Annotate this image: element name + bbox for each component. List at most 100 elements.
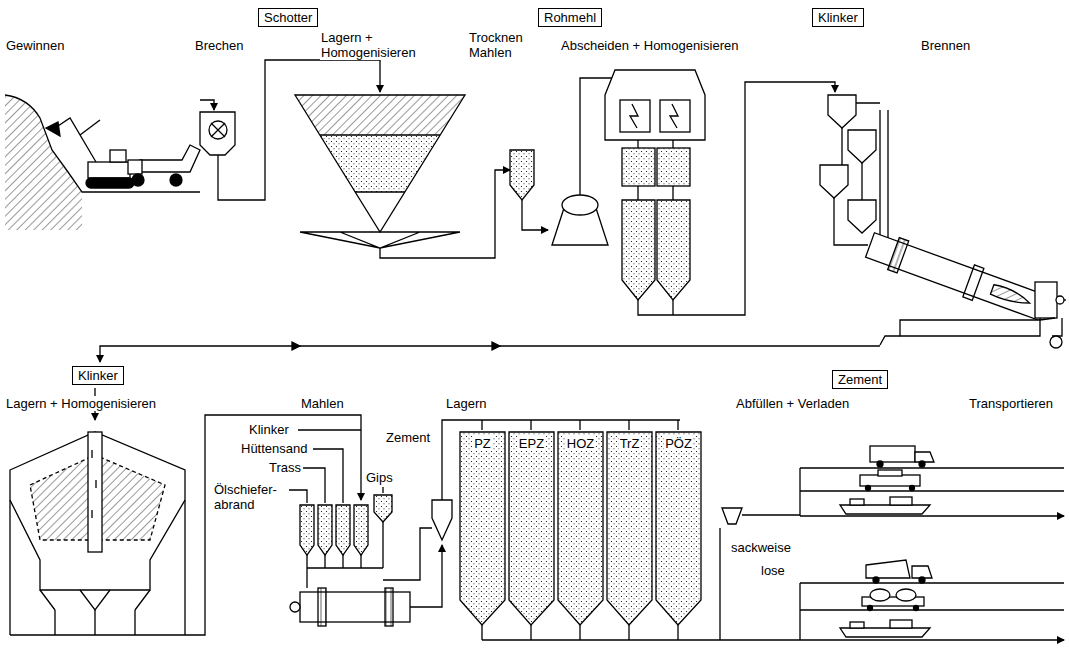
top-row-shape (1035, 282, 1057, 318)
bottom-row-shape (870, 446, 915, 462)
top-row-shape (5, 96, 82, 230)
top-row-shape (1056, 296, 1064, 304)
bottom-row-shape (92, 450, 96, 518)
bottom-row-shape (742, 468, 800, 516)
product-name: Schotter (264, 10, 312, 25)
component-label: Klinker (248, 422, 290, 437)
top-row-shape (638, 82, 835, 315)
bottom-row-shape (877, 461, 883, 467)
top-row-shape (295, 95, 465, 135)
step-label: Mahlen (300, 396, 345, 411)
bottom-row-shape (10, 500, 185, 610)
top-row-shape (856, 103, 888, 240)
bottom-row-shape (850, 622, 864, 628)
bottom-row-shape (374, 495, 392, 522)
top-row-shape (605, 70, 705, 140)
product-name: Klinker (78, 368, 118, 383)
top-row-shape (200, 100, 214, 110)
top-row-shape (46, 122, 60, 136)
flow-label: Zement (385, 430, 431, 445)
top-row-shape (880, 318, 1062, 345)
bottom-row-shape-shape (656, 432, 701, 625)
top-row-shape (672, 300, 673, 315)
bottom-row-shape (914, 606, 919, 611)
step-label: Lagern + Homogenisieren (320, 30, 430, 60)
top-row-shape (622, 200, 655, 300)
top-row-shape (80, 120, 100, 135)
bottom-row-shape (307, 522, 383, 588)
bottom-row-shape (354, 505, 368, 555)
step-label: Abscheiden + Homogenisieren (560, 38, 739, 53)
step-label: Brennen (920, 38, 971, 53)
top-row-shape (820, 165, 848, 198)
top-row-shape (1050, 336, 1062, 348)
bottom-row-shape (878, 470, 902, 476)
bottom-row-shape (410, 545, 442, 607)
step-label: Gewinnen (5, 38, 66, 53)
product-box: Rohmehl (538, 8, 602, 27)
bottom-row-shape (722, 508, 742, 524)
dispatch-label: lose (760, 563, 786, 578)
step-label: Abfüllen + Verladen (735, 396, 850, 411)
bottom-row-shape (290, 602, 300, 612)
top-row-shape (110, 150, 126, 162)
silo-label-area: EPZ (509, 436, 554, 451)
top-row-shape (209, 121, 227, 139)
top-row-shape (140, 145, 200, 172)
top-row-shape (295, 95, 465, 232)
top-row-shape (320, 135, 440, 192)
bottom-row-shape (850, 499, 864, 505)
bottom-row-shape-shape (509, 432, 554, 625)
top-row-shape (900, 320, 1040, 336)
bottom-row-shape (336, 505, 350, 555)
bottom-row-shape (318, 588, 326, 626)
component-label: Gips (365, 470, 394, 485)
cement-type: EPZ (518, 436, 545, 451)
step-label: Lagern + Homogenisieren (5, 396, 157, 411)
bottom-row-shape (870, 589, 890, 601)
top-row-shape (320, 135, 440, 192)
bottom-row-shape (800, 468, 1064, 516)
top-row-shape-shape (866, 233, 1049, 321)
product-box: Klinker (812, 8, 864, 27)
product-name: Klinker (818, 10, 858, 25)
step-label: Lagern (445, 396, 487, 411)
step-label: Trocknen Mahlen (468, 30, 540, 60)
top-row-shape (200, 112, 235, 155)
bottom-row-shape (919, 577, 925, 583)
product-name: Zement (838, 372, 882, 387)
top-row-shape (828, 95, 856, 128)
top-row-shape (630, 104, 678, 128)
bottom-row-shape (460, 432, 701, 625)
bottom-row-shape (385, 588, 393, 626)
top-row-shape (622, 148, 655, 186)
bottom-row-shape (866, 486, 871, 491)
top-row-shape (848, 130, 876, 163)
silo-label-area: HOZ (558, 436, 603, 451)
top-row-shape-shape (990, 284, 1032, 309)
top-row (5, 60, 1066, 362)
component-label: Hüttensand (240, 441, 309, 456)
dispatch-label: sackweise (730, 540, 792, 555)
bottom-row-shape (482, 528, 800, 640)
cement-type: PZ (473, 436, 492, 451)
bottom-row-shape (890, 620, 912, 628)
cement-type: PÖZ (664, 436, 693, 451)
bottom-row-shape (840, 505, 930, 514)
bottom-row-shape-shape (607, 432, 652, 625)
cement-type: HOZ (566, 436, 595, 451)
bottom-row-shape (432, 500, 452, 540)
top-row-shape (86, 178, 134, 188)
bottom-row-shape (800, 583, 1064, 640)
top-row-shape (510, 150, 534, 200)
bottom-row (10, 388, 1064, 640)
bottom-row-shape (868, 606, 873, 611)
bottom-row-shape (840, 628, 930, 637)
silo-label-area: TrZ (607, 436, 652, 451)
step-label: Brechen (194, 38, 244, 53)
top-row-shape (100, 346, 880, 362)
silo-label-area: PZ (460, 436, 505, 451)
top-row-shape (132, 174, 144, 186)
bottom-row-shape-shape (558, 432, 603, 625)
